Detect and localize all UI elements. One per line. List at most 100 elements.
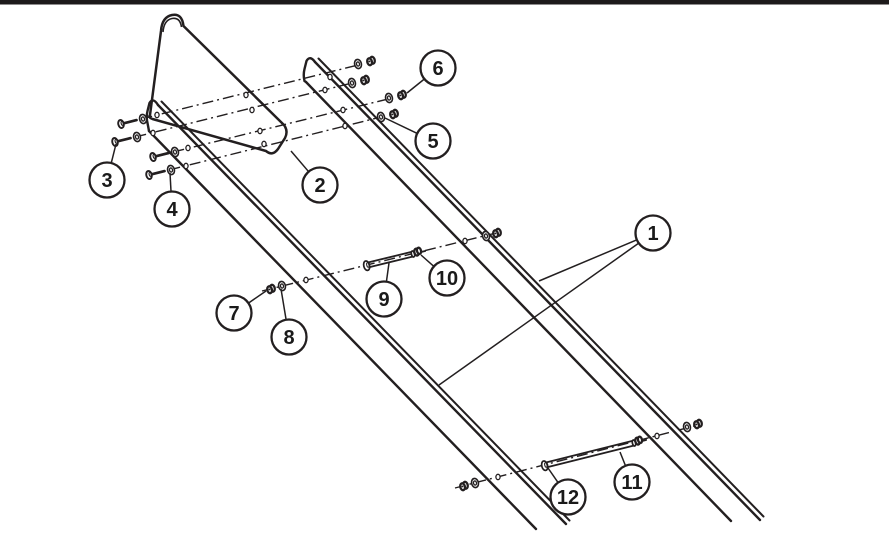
callout-4-leader-1	[169, 172, 172, 192]
callout-3-number: 3	[101, 170, 112, 192]
rod-1	[362, 246, 427, 272]
callout-11-number: 11	[621, 472, 642, 494]
washer-inner	[140, 116, 146, 122]
callout-12: 12	[547, 467, 587, 516]
callout-10-number: 10	[436, 268, 458, 290]
bolt-shaft	[150, 169, 166, 176]
nut-3	[397, 89, 407, 101]
hole-11	[462, 237, 468, 245]
hole-8	[322, 86, 328, 94]
callout-7-leader-1	[247, 290, 267, 304]
washer-inner	[386, 95, 392, 101]
hole-12	[654, 432, 660, 440]
axis-line-3	[152, 98, 389, 158]
callout-12-leader-1	[547, 467, 559, 484]
washer-inner	[349, 80, 355, 86]
washer-inner	[134, 134, 140, 140]
washer-outer	[481, 230, 491, 242]
nut-bore	[695, 423, 698, 426]
bolt-head-detail	[114, 138, 118, 144]
rod-end-nut-b	[415, 246, 423, 256]
callout-9-number: 9	[378, 289, 389, 311]
callout-9: 9	[365, 262, 403, 318]
washer-inner	[472, 480, 478, 486]
fasteners	[111, 55, 703, 492]
washer-outer	[132, 131, 142, 143]
nut-bore	[461, 485, 464, 488]
nut-bore	[362, 79, 365, 82]
washer-inner	[172, 149, 178, 155]
bolt-head-detail	[152, 153, 156, 159]
callout-8-number: 8	[283, 327, 294, 349]
washer-outer	[353, 58, 363, 70]
washer-5	[353, 58, 363, 70]
washer-outer	[170, 146, 180, 158]
bolt-2	[111, 136, 132, 147]
callout-4: 4	[153, 172, 191, 228]
callout-7: 7	[215, 290, 267, 332]
washer-outer	[682, 421, 692, 433]
callout-11-leader-1	[619, 451, 627, 467]
bolt-4	[145, 169, 166, 180]
nut-1	[366, 55, 376, 67]
right-rail-far-edge-a	[313, 60, 762, 522]
callout-2: 2	[290, 150, 339, 204]
washer-outer	[384, 92, 394, 104]
callout-1-leader-2	[438, 242, 640, 386]
washer-outer	[277, 280, 287, 292]
washer-12	[682, 421, 692, 433]
callout-10: 10	[420, 254, 466, 297]
nut-2	[360, 74, 370, 86]
rod-body-top	[545, 444, 636, 469]
callout-7-circle	[215, 294, 253, 332]
right-rail-far-edge-b	[317, 57, 765, 518]
rod-head-detail	[366, 262, 370, 268]
washer-inner	[168, 167, 174, 173]
washer-8	[376, 111, 386, 123]
callout-1: 1	[438, 214, 672, 386]
hole-6	[495, 473, 501, 481]
callout-9-circle	[365, 280, 403, 318]
washer-inner	[378, 114, 384, 120]
washer-outer	[166, 164, 176, 176]
rod-threaded-tip	[420, 250, 427, 253]
callout-7-number: 7	[228, 303, 239, 325]
rod-body-top	[367, 255, 415, 269]
washer-9	[277, 280, 287, 292]
left-rail	[145, 99, 571, 531]
washer-outer	[347, 77, 357, 89]
callout-5-leader-1	[384, 117, 418, 135]
washer-inner	[483, 233, 489, 239]
nut-7	[459, 480, 469, 492]
callout-2-leader-1	[290, 150, 310, 173]
washer-inner	[355, 61, 361, 67]
callout-11: 11	[613, 451, 651, 501]
callout-3-circle	[88, 161, 126, 199]
nut-4	[389, 108, 399, 120]
callout-1-circle	[634, 214, 672, 252]
callout-8: 8	[270, 288, 308, 356]
nut-bore	[494, 232, 497, 235]
left-rail-far-edge-b	[160, 100, 571, 522]
hole-4	[183, 162, 189, 170]
left-rail-far-edge-a	[156, 103, 568, 526]
right-rail	[302, 57, 765, 523]
washer-outer	[376, 111, 386, 123]
nut-bore	[391, 113, 394, 116]
callout-4-circle	[153, 190, 191, 228]
bolt-1	[117, 118, 138, 129]
washer-2	[132, 131, 142, 143]
callout-8-circle	[270, 318, 308, 356]
nut-6	[492, 227, 502, 239]
callout-1-number: 1	[647, 223, 658, 245]
callout-6-leader-1	[406, 78, 425, 94]
callout-6-circle	[419, 49, 457, 87]
callout-12-circle	[549, 478, 587, 516]
bolt-head-detail	[120, 120, 124, 126]
callout-4-number: 4	[166, 199, 178, 221]
hole-9	[340, 106, 346, 114]
center-strip-outline	[148, 13, 288, 155]
right-rail-end-cap	[302, 57, 317, 84]
callout-3: 3	[88, 143, 126, 199]
